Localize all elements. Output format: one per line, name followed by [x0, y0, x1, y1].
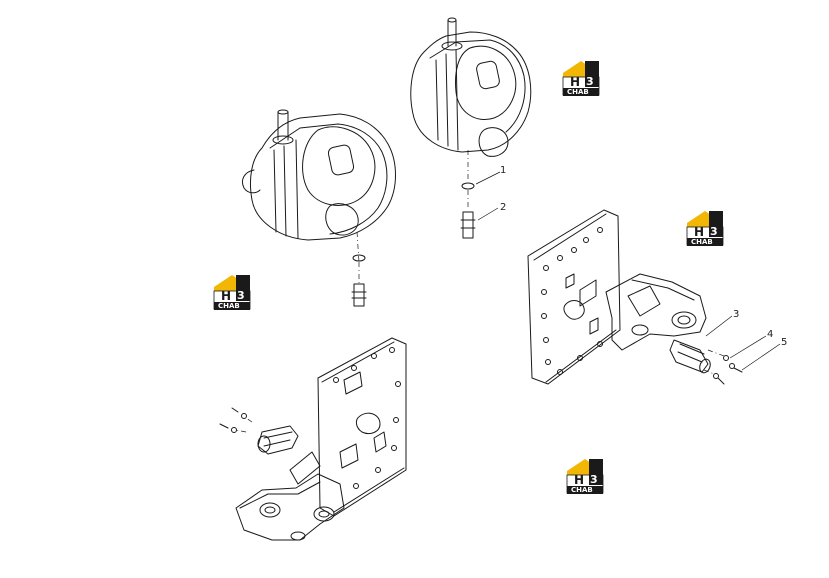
watermark-text-group: CHAB CHAB CHAB CHAB [218, 88, 713, 494]
callout-4: 4 [767, 329, 773, 340]
callout-1: 1 [500, 165, 506, 176]
vacuum-pump-right: 1 2 [410, 17, 532, 239]
mounting-bracket-lower [219, 337, 407, 541]
mounting-bracket-right: 3 4 5 [527, 209, 787, 385]
vacuum-pump-left [241, 109, 396, 307]
watermark-text-1: CHAB [567, 88, 589, 96]
watermark-text-4: CHAB [571, 486, 593, 494]
callout-3: 3 [733, 309, 739, 320]
callout-5: 5 [781, 337, 787, 348]
watermark-text-3: CHAB [218, 302, 240, 310]
watermark-text-2: CHAB [691, 238, 713, 246]
callout-2: 2 [500, 202, 506, 213]
